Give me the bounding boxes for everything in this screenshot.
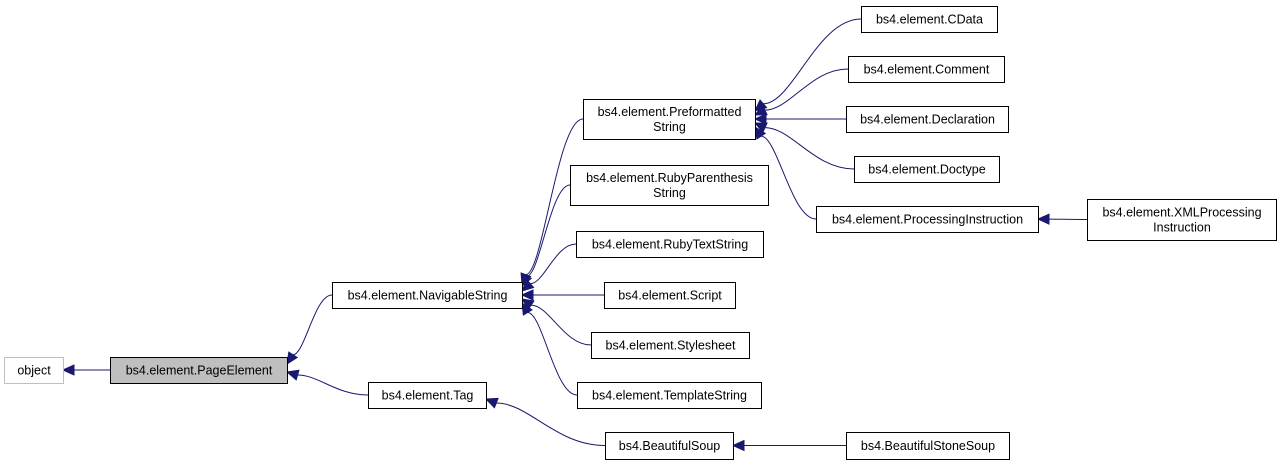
class-node-processing-instruction[interactable]: bs4.element.ProcessingInstruction bbox=[816, 206, 1039, 233]
class-label-template-string-line-1: bs4.element.TemplateString bbox=[592, 389, 747, 403]
class-node-tag[interactable]: bs4.element.Tag bbox=[368, 382, 487, 409]
class-box-navigable-string bbox=[332, 282, 523, 309]
class-label-ruby-parenthesis-string-line-1: bs4.element.RubyParenthesis bbox=[586, 171, 753, 185]
class-node-beautiful-soup[interactable]: bs4.BeautifulSoup bbox=[605, 432, 734, 460]
class-label-cdata-line-1: bs4.element.CData bbox=[876, 13, 983, 27]
edge-navigable-string-to-page-element bbox=[292, 294, 333, 356]
class-label-preformatted-string-line-1: bs4.element.Preformatted bbox=[598, 105, 742, 119]
class-box-declaration bbox=[846, 106, 1009, 133]
class-label-script-line-1: bs4.element.Script bbox=[618, 289, 722, 303]
edge-processing-instruction-to-preformatted-string bbox=[760, 135, 817, 220]
edge-beautiful-soup-to-tag bbox=[496, 402, 606, 446]
edge-comment-to-preformatted-string bbox=[764, 68, 849, 111]
class-label-tag-line-1: bs4.element.Tag bbox=[382, 389, 474, 403]
class-node-script[interactable]: bs4.element.Script bbox=[604, 282, 736, 309]
class-node-page-element: bs4.element.PageElement bbox=[110, 357, 288, 384]
arrowhead-navigable-string bbox=[520, 298, 535, 311]
class-node-navigable-string[interactable]: bs4.element.NavigableString bbox=[332, 282, 523, 309]
class-label-stylesheet-line-1: bs4.element.Stylesheet bbox=[606, 339, 736, 353]
class-node-doctype[interactable]: bs4.element.Doctype bbox=[854, 156, 1000, 183]
class-label-beautiful-soup-line-1: bs4.BeautifulSoup bbox=[619, 439, 721, 453]
edge-ruby-parenthesis-string-to-navigable-string bbox=[526, 184, 571, 277]
class-label-object-line-1: object bbox=[17, 364, 51, 378]
class-label-xml-processing-instruction-line-2: Instruction bbox=[1153, 221, 1211, 235]
class-node-template-string[interactable]: bs4.element.TemplateString bbox=[577, 382, 762, 409]
edge-stylesheet-to-navigable-string bbox=[531, 304, 592, 346]
class-box-ruby-parenthesis-string bbox=[570, 165, 769, 206]
class-box-beautiful-soup bbox=[605, 432, 734, 460]
class-label-xml-processing-instruction-line-1: bs4.element.XMLProcessing bbox=[1102, 206, 1261, 220]
class-box-tag bbox=[368, 382, 487, 409]
arrowhead-object bbox=[61, 364, 75, 376]
arrowhead-preformatted-string bbox=[753, 104, 768, 116]
class-label-beautiful-stone-soup-line-1: bs4.BeautifulStoneSoup bbox=[861, 439, 995, 453]
class-box-processing-instruction bbox=[816, 206, 1039, 233]
class-box-beautiful-stone-soup bbox=[846, 432, 1010, 460]
class-box-object bbox=[4, 357, 64, 384]
edge-template-string-to-navigable-string bbox=[527, 311, 578, 396]
arrowhead-navigable-string bbox=[521, 279, 535, 292]
arrowhead-page-element bbox=[285, 369, 300, 381]
class-box-stylesheet bbox=[591, 332, 750, 359]
arrowhead-processing-instruction bbox=[1036, 213, 1050, 225]
class-label-doctype-line-1: bs4.element.Doctype bbox=[868, 163, 985, 177]
class-box-cdata bbox=[861, 6, 998, 33]
arrowhead-navigable-string bbox=[520, 289, 534, 301]
class-node-declaration[interactable]: bs4.element.Declaration bbox=[846, 106, 1009, 133]
class-node-cdata[interactable]: bs4.element.CData bbox=[861, 6, 998, 33]
edge-preformatted-string-to-navigable-string bbox=[525, 118, 584, 276]
class-box-script bbox=[604, 282, 736, 309]
class-label-processing-instruction-line-1: bs4.element.ProcessingInstruction bbox=[832, 213, 1023, 227]
class-label-ruby-text-string-line-1: bs4.element.RubyTextString bbox=[592, 238, 748, 252]
class-box-ruby-text-string bbox=[576, 231, 764, 258]
class-label-preformatted-string-line-2: String bbox=[653, 120, 686, 134]
class-box-preformatted-string bbox=[583, 99, 756, 140]
edge-doctype-to-preformatted-string bbox=[764, 127, 855, 170]
class-label-ruby-parenthesis-string-line-2: String bbox=[653, 186, 686, 200]
class-node-beautiful-stone-soup[interactable]: bs4.BeautifulStoneSoup bbox=[846, 432, 1010, 460]
class-node-ruby-text-string[interactable]: bs4.element.RubyTextString bbox=[576, 231, 764, 258]
edges-layer bbox=[61, 18, 1088, 452]
class-box-comment bbox=[848, 56, 1005, 83]
class-label-page-element-line-1: bs4.element.PageElement bbox=[126, 364, 273, 378]
arrowhead-preformatted-string bbox=[753, 113, 767, 125]
arrowhead-tag bbox=[484, 397, 499, 409]
class-node-comment[interactable]: bs4.element.Comment bbox=[848, 56, 1005, 83]
class-node-stylesheet[interactable]: bs4.element.Stylesheet bbox=[591, 332, 750, 359]
edge-tag-to-page-element bbox=[297, 374, 369, 396]
arrowhead-navigable-string bbox=[521, 301, 533, 316]
arrowhead-beautiful-soup bbox=[731, 439, 745, 452]
class-box-xml-processing-instruction bbox=[1087, 199, 1277, 241]
class-box-template-string bbox=[577, 382, 762, 409]
nodes-layer: object bs4.element.PageElement bs4.element… bbox=[4, 6, 1277, 460]
edge-ruby-text-string-to-navigable-string bbox=[530, 243, 577, 285]
class-label-declaration-line-1: bs4.element.Declaration bbox=[860, 113, 995, 127]
class-label-comment-line-1: bs4.element.Comment bbox=[864, 63, 990, 77]
class-box-doctype bbox=[854, 156, 1000, 183]
class-label-navigable-string-line-1: bs4.element.NavigableString bbox=[348, 289, 508, 303]
arrowhead-preformatted-string bbox=[753, 122, 768, 134]
edge-cdata-to-preformatted-string bbox=[763, 18, 862, 105]
class-node-object: object bbox=[4, 357, 64, 384]
class-box-page-element bbox=[110, 357, 288, 384]
